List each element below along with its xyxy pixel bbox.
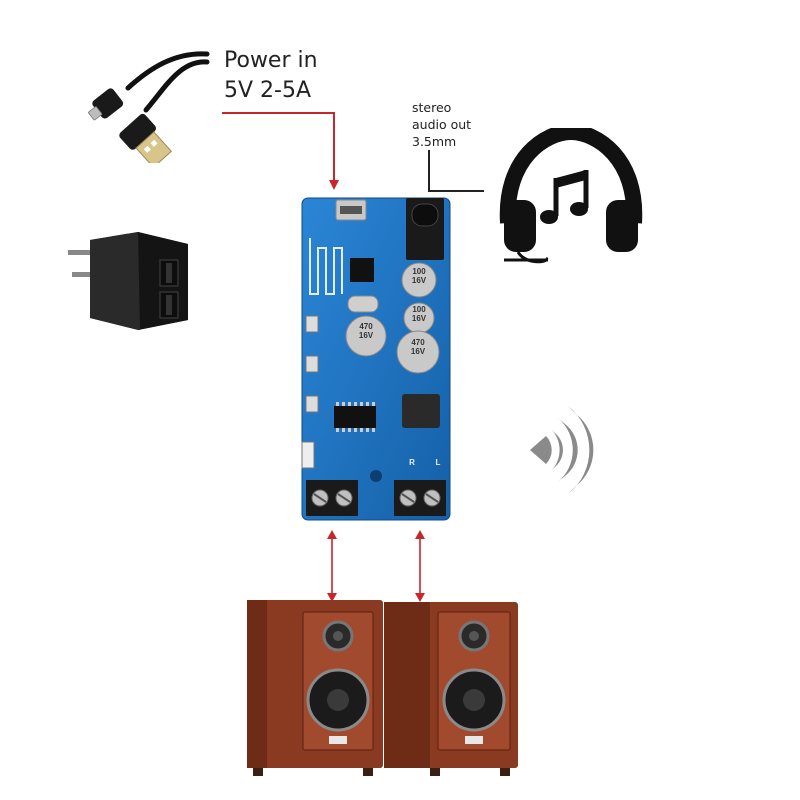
power-arrowhead-icon [329,180,339,190]
speaker-right [384,602,518,776]
capacitor-3 [345,315,387,357]
power-in-label: Power in 5V 2-5A [224,46,318,106]
terminal-label-right-channel: R [409,458,415,467]
audio-out-label: stereo audio out 3.5mm [412,99,471,150]
speaker-left-arrow-icon [327,530,337,602]
power-in-title: Power in [224,48,318,73]
audio-line-horizontal [428,190,484,192]
audio-line-vertical [428,150,430,192]
capacitor-label-4: 470 16V [410,338,426,356]
capacitor-label-3: 470 16V [358,322,374,340]
speaker-right-arrow-icon [415,530,425,602]
power-line-horizontal [222,112,335,114]
capacitor-1 [401,262,437,298]
audio-out-line2: audio out [412,117,472,132]
power-line-vertical [333,112,335,182]
usb-power-adapter-icon [68,232,188,330]
terminal-label-left-channel: L [435,458,441,467]
audio-out-line1: stereo [412,100,452,115]
audio-out-line3: 3.5mm [412,134,457,149]
headphones-music-icon [499,128,643,264]
capacitor-label-1: 100 16V [411,267,427,285]
bluetooth-amplifier-board [301,197,451,521]
speaker-left [247,600,383,776]
capacitor-label-2: 100 16V [411,305,427,323]
power-in-spec: 5V 2-5A [224,78,312,103]
wireless-signal-icon [530,406,594,494]
usb-cable-icon [88,51,210,163]
capacitor-4 [396,330,440,374]
